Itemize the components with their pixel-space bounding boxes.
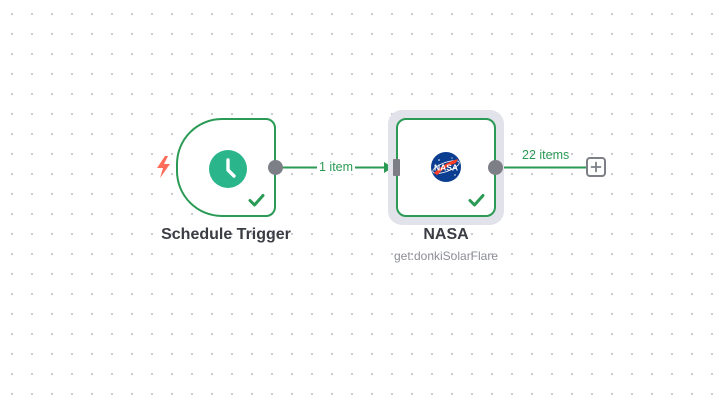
- success-check-icon: [468, 192, 485, 207]
- connection-label-1-item: 1 item: [317, 160, 356, 174]
- trigger-bolt-icon: [156, 156, 171, 178]
- node-title-nasa: NASA: [423, 226, 469, 243]
- node-schedule-trigger[interactable]: [176, 118, 276, 217]
- nasa-logo-icon: NASA: [430, 151, 462, 183]
- svg-text:NASA: NASA: [434, 163, 458, 173]
- output-handle-nasa[interactable]: [488, 160, 503, 175]
- input-handle-nasa[interactable]: [393, 159, 400, 176]
- plus-icon: [590, 161, 602, 173]
- node-title-schedule-trigger: Schedule Trigger: [161, 226, 291, 243]
- connection-label-22-items: 22 items: [522, 148, 570, 162]
- clock-icon: [209, 150, 247, 188]
- node-subtitle-nasa: get:donkiSolarFlare: [393, 249, 499, 263]
- add-node-button[interactable]: [586, 157, 606, 177]
- node-nasa[interactable]: NASA: [396, 118, 496, 217]
- success-check-icon: [248, 192, 265, 207]
- output-handle-schedule-trigger[interactable]: [268, 160, 283, 175]
